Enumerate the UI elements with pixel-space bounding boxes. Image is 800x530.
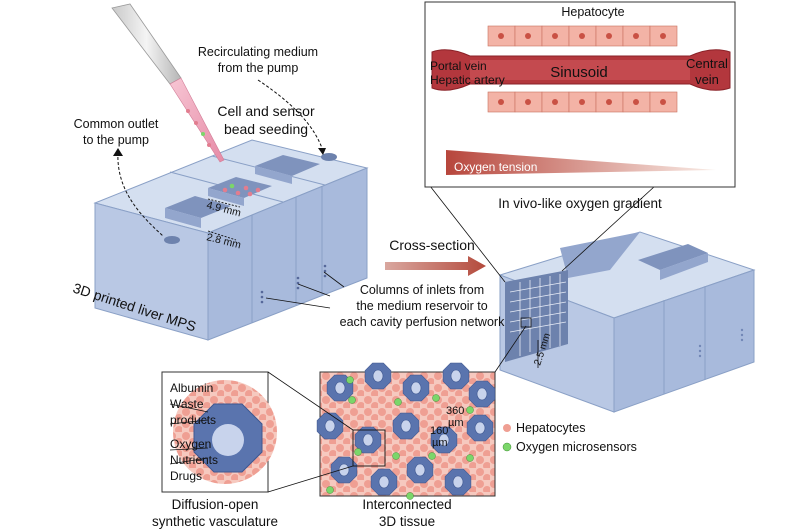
tissue-channel-lumen-8 [438, 433, 450, 447]
label-recirculating-1: Recirculating medium [198, 45, 318, 59]
label-waste-1: Waste [170, 397, 204, 411]
label-hepatocyte-top: Hepatocyte [561, 5, 624, 19]
oxygen-sensor-dot-5 [392, 452, 400, 460]
tissue-channel-lumen-9 [474, 421, 486, 435]
tissue-channel-lumen-1 [372, 369, 384, 383]
label-outlet-1: Common outlet [74, 117, 159, 131]
mps-block [93, 139, 369, 341]
label-oxygen: Oxygen [170, 437, 211, 451]
label-portal-vein: Portal vein [430, 59, 487, 73]
label-seeding-1: Cell and sensor [217, 103, 315, 119]
oxygen-sensor-dot-3 [466, 406, 474, 414]
vasculature-closeup [161, 371, 277, 493]
tissue-channel-lumen-5 [324, 419, 336, 433]
label-dim-360-unit: µm [448, 417, 464, 429]
oxygen-sensor-dot-2 [432, 394, 440, 402]
oxygen-sensor-dot-10 [346, 376, 354, 384]
oxygen-sensor-dot-4 [354, 448, 362, 456]
label-dim-160-value: 160 [430, 425, 448, 437]
oxygen-sensor-dot-0 [348, 396, 356, 404]
oxygen-sensor-dot-6 [428, 452, 436, 460]
label-albumin: Albumin [170, 381, 213, 395]
oxygen-sensor-dot-1 [394, 398, 402, 406]
tissue-channel-lumen-3 [450, 369, 462, 383]
label-tissue-1: Interconnected [362, 497, 451, 512]
label-inlets-2: the medium reservoir to [356, 299, 487, 313]
tissue-channel-lumen-2 [410, 381, 422, 395]
label-cross-section: Cross-section [389, 237, 475, 253]
cross-section-arrow [385, 256, 486, 276]
label-gradient-caption: In vivo-like oxygen gradient [498, 196, 662, 211]
legend-hepatocytes: Hepatocytes [516, 421, 585, 435]
tissue-channel-lumen-6 [362, 433, 374, 447]
tissue-channel-lumen-13 [452, 475, 464, 489]
label-waste-2: products [170, 413, 216, 427]
tissue-channel-lumen-12 [414, 463, 426, 477]
tissue-panel [267, 325, 527, 500]
tissue-channel-lumen-7 [400, 419, 412, 433]
label-hepatic-artery: Hepatic artery [430, 73, 505, 87]
label-dim-360-value: 360 [446, 405, 464, 417]
legend-oxygen-dot [502, 442, 512, 452]
label-oxygen-tension: Oxygen tension [454, 160, 537, 174]
oxygen-sensor-dot-7 [466, 454, 474, 462]
sinusoid-panel [424, 1, 736, 188]
label-dim-160-unit: µm [432, 437, 448, 449]
tissue-channel-lumen-4 [476, 387, 488, 401]
label-outlet-2: to the pump [83, 133, 149, 147]
label-seeding-2: bead seeding [224, 121, 308, 137]
label-inlets-3: each cavity perfusion network [340, 315, 505, 329]
label-sinusoid: Sinusoid [550, 64, 608, 81]
legend-hepatocyte-dot [503, 424, 511, 432]
oxygen-gradient-bar [446, 150, 716, 175]
label-central-1: Central [686, 56, 728, 71]
label-vasc-1: Diffusion-open [172, 497, 259, 512]
tissue-channel-lumen-11 [378, 475, 390, 489]
label-inlets-1: Columns of inlets from [360, 283, 484, 297]
pipette-icon [111, 3, 225, 163]
legend-oxygen-microsensors: Oxygen microsensors [516, 440, 637, 454]
oxygen-sensor-dot-8 [326, 486, 334, 494]
label-recirculating-2: from the pump [218, 61, 299, 75]
label-nutrients: Nutrients [170, 453, 218, 467]
label-central-2: vein [695, 72, 719, 87]
oxygen-sensor-dot-9 [406, 492, 414, 500]
label-drugs: Drugs [170, 469, 202, 483]
label-tissue-2: 3D tissue [379, 514, 435, 529]
mps-cross-section-block [498, 231, 756, 413]
tissue-channel-lumen-0 [334, 381, 346, 395]
label-vasc-2: synthetic vasculature [152, 514, 278, 529]
